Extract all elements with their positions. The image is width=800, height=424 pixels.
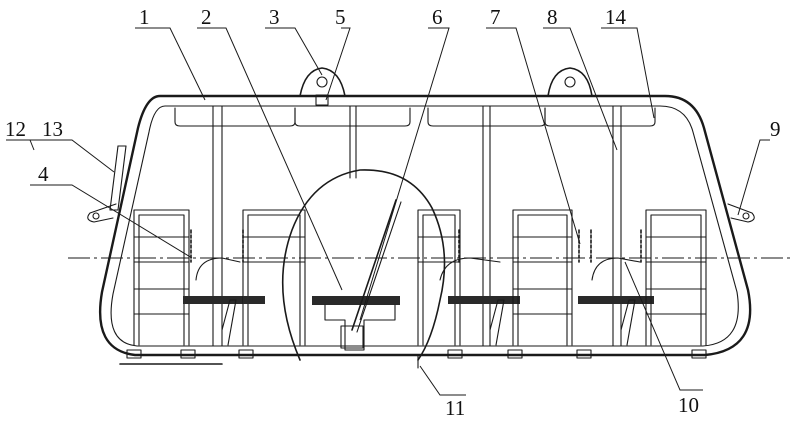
seat-5: [645, 209, 707, 346]
vertical-posts: [212, 105, 622, 347]
seat-3: [417, 209, 520, 346]
callout-1: 1: [139, 5, 150, 29]
chains: [190, 229, 642, 263]
callouts: 1 2 3 5 6 7 8 14 12 13 4 9 11 10: [5, 5, 781, 420]
callout-13: 13: [42, 117, 63, 141]
seat-4: [512, 209, 654, 346]
seat-brackets: [221, 299, 636, 346]
side-lug-right-hole: [742, 212, 750, 220]
callout-10: 10: [678, 393, 699, 417]
seat-2: [242, 209, 306, 346]
seat-1: [133, 209, 253, 346]
wall-ladder: [109, 145, 127, 211]
leader-lines: [6, 27, 770, 396]
callout-4: 4: [38, 162, 49, 186]
side-lug-left-hole: [92, 212, 100, 220]
outer-frame: [98, 94, 752, 357]
callout-14: 14: [605, 5, 627, 29]
side-lug-right: [727, 203, 755, 223]
bottom-feet: [119, 349, 707, 369]
callout-8: 8: [547, 5, 558, 29]
callout-6: 6: [432, 5, 443, 29]
callout-2: 2: [201, 5, 212, 29]
top-rail: [174, 107, 656, 127]
callout-3: 3: [269, 5, 280, 29]
callout-9: 9: [770, 117, 781, 141]
callout-5: 5: [335, 5, 346, 29]
central-chamber: [281, 169, 446, 361]
inner-frame: [110, 105, 739, 347]
callout-11: 11: [445, 396, 465, 420]
lifting-lug-left: [299, 67, 346, 106]
callout-7: 7: [490, 5, 501, 29]
callout-12: 12: [5, 117, 26, 141]
side-lug-left: [87, 203, 117, 223]
lifting-lug-right: [547, 67, 593, 97]
